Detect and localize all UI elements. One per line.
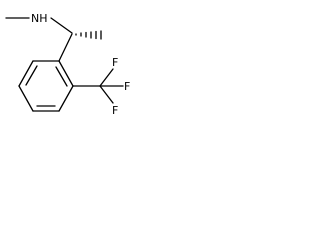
nh-label: NH	[31, 12, 48, 25]
fluorine-label-2: F	[124, 80, 130, 93]
hashed-wedge-bond	[75, 30, 102, 40]
chiral-ring-bond	[58, 33, 73, 62]
molecule-structure: NH F F F	[5, 12, 130, 117]
n-chiral-bond	[50, 17, 73, 34]
cf-bond-3	[99, 85, 114, 104]
fluorine-label-1: F	[112, 56, 118, 69]
benzene-ring	[18, 60, 74, 112]
cf-bond-1	[99, 68, 114, 87]
fluorine-label-3: F	[112, 104, 118, 117]
